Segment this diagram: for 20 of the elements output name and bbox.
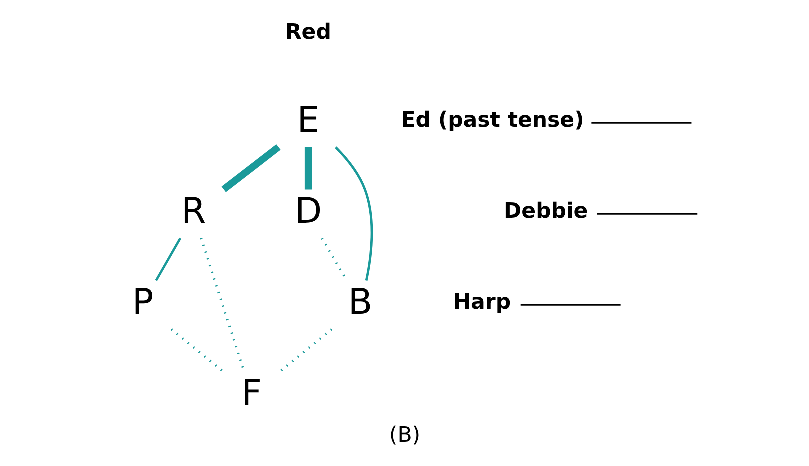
connector <box>304 147 312 190</box>
connector <box>591 122 692 124</box>
caption: (B) <box>388 422 420 448</box>
node-text: F <box>241 372 262 414</box>
node-text: D <box>294 190 322 232</box>
label: Red <box>284 20 331 45</box>
node-text: B <box>348 281 372 322</box>
node-text: R <box>181 190 206 232</box>
connector <box>597 212 698 214</box>
node-text: Harp <box>452 290 511 315</box>
connector <box>334 146 373 280</box>
node-text: Debbie <box>504 198 588 224</box>
node-text: P <box>132 281 154 322</box>
node-text: E <box>296 99 320 140</box>
connector <box>520 304 620 306</box>
connector <box>170 328 224 372</box>
connector <box>278 328 332 372</box>
connector <box>154 237 182 281</box>
connector <box>221 144 280 192</box>
node-text: Ed (past tense) <box>400 108 584 133</box>
